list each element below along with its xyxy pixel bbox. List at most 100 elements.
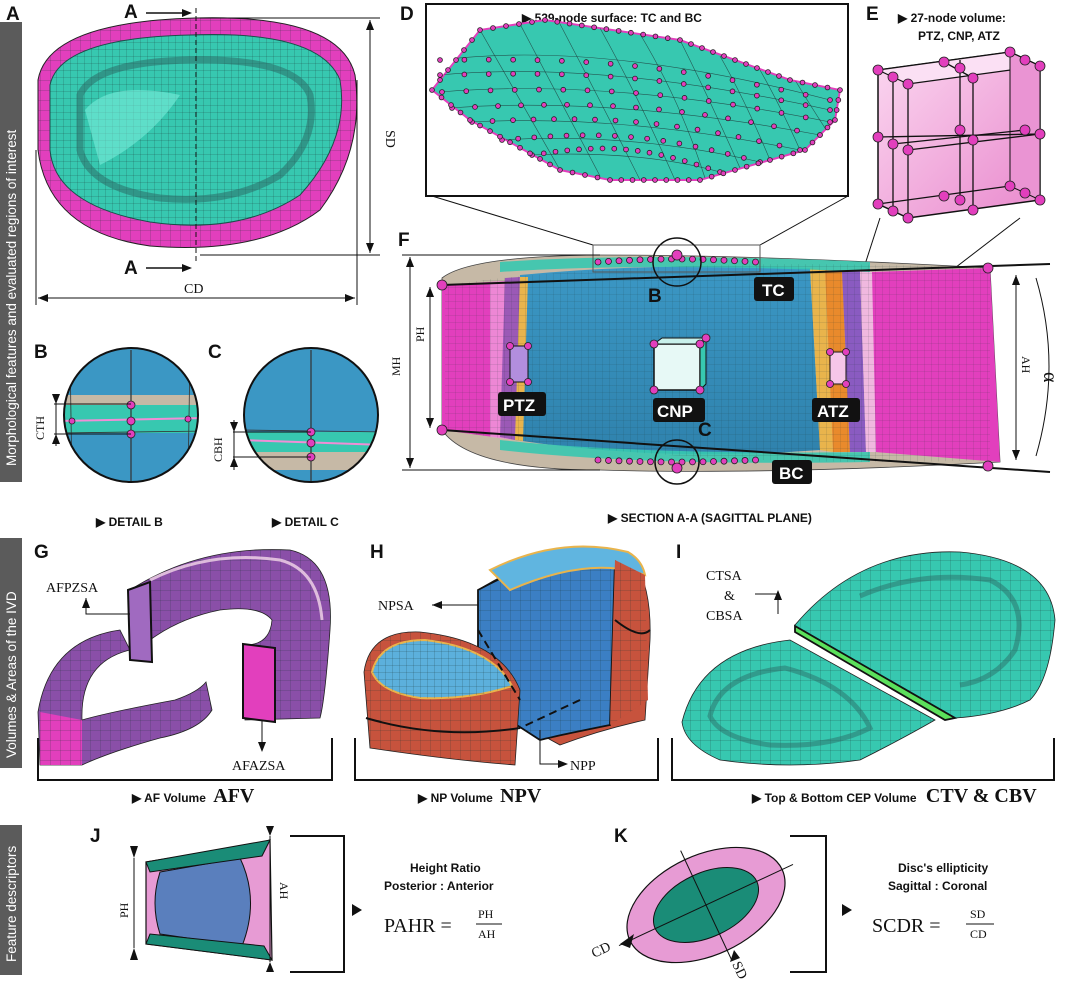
panel-f-caption: ▶ SECTION A-A (SAGITTAL PLANE)	[607, 511, 812, 525]
panel-h-npsa-label: NPSA	[378, 599, 415, 614]
mesh-node	[517, 144, 523, 151]
mesh-node	[595, 132, 602, 139]
mesh-node	[628, 134, 634, 140]
mesh-node	[457, 109, 464, 116]
mesh-node	[576, 146, 582, 153]
panel-h-letter: H	[370, 542, 384, 563]
mesh-node	[461, 71, 468, 78]
svg-text:TC: TC	[762, 281, 785, 300]
mesh-node	[1004, 180, 1016, 192]
panel-i-caption: ▶ Top & Bottom CEP Volume CTV & CBV	[751, 785, 1037, 807]
mesh-node	[755, 160, 762, 167]
mesh-node	[490, 25, 496, 31]
panel-f-ah-label: AH	[1019, 356, 1033, 374]
mesh-node	[583, 59, 590, 65]
mesh-node	[1004, 46, 1016, 58]
mesh-node	[1019, 124, 1031, 136]
mesh-node	[705, 73, 711, 79]
mesh-node	[743, 163, 750, 170]
mesh-node	[689, 458, 696, 466]
mesh-node	[720, 170, 727, 177]
mesh-node	[671, 462, 683, 474]
mesh-node	[754, 81, 760, 88]
mesh-node	[1034, 194, 1046, 206]
panel-g-afazsa-face	[242, 642, 276, 724]
mesh-node	[741, 457, 749, 464]
mesh-node	[579, 132, 586, 139]
mesh-node	[605, 257, 612, 265]
mesh-node	[658, 152, 665, 158]
panel-g-afpzsa-face	[126, 580, 154, 664]
panel-f-tc-nodes	[594, 249, 759, 266]
mesh-node	[587, 145, 594, 152]
panel-f-letter: F	[398, 230, 410, 251]
mesh-node	[652, 33, 659, 40]
panel-a-cd-label: CD	[184, 282, 203, 297]
mesh-node	[802, 91, 809, 98]
mesh-node	[557, 167, 563, 173]
mesh-node	[824, 84, 831, 91]
panel-i-ctsa-label: CTSA	[706, 569, 743, 584]
mesh-node	[497, 133, 503, 140]
panel-a-letter: A	[6, 4, 20, 25]
mesh-node	[438, 94, 445, 101]
mesh-node	[668, 458, 675, 466]
mesh-node	[702, 112, 708, 118]
mesh-node	[612, 133, 618, 139]
mesh-node	[708, 173, 715, 180]
mesh-node	[731, 457, 738, 465]
mesh-node	[720, 457, 728, 465]
mesh-node	[461, 56, 468, 63]
panel-i-amp: &	[724, 589, 735, 604]
mesh-node	[607, 73, 614, 80]
mesh-node	[1019, 187, 1031, 199]
mesh-node	[938, 56, 950, 68]
panel-c: C CBH ▶ DETAIL C	[208, 342, 379, 529]
mesh-node	[605, 457, 612, 464]
panel-k-heading-line2: Sagittal : Coronal	[888, 879, 987, 893]
mesh-node	[680, 81, 687, 87]
mesh-node	[790, 150, 797, 157]
panel-b-cth-label: CTH	[33, 416, 47, 440]
mesh-node	[632, 63, 638, 69]
panel-i-letter: I	[676, 542, 681, 563]
mesh-node	[636, 458, 644, 465]
mesh-node	[715, 130, 721, 136]
panel-c-letter: C	[208, 342, 222, 363]
mesh-node	[954, 62, 966, 74]
panel-e-letter: E	[866, 4, 879, 25]
mesh-node	[564, 147, 571, 154]
mesh-node	[569, 169, 576, 176]
mesh-node	[778, 97, 785, 104]
mesh-node	[837, 87, 843, 93]
panel-d-nodes	[429, 17, 843, 183]
mesh-node	[653, 121, 660, 127]
mesh-node	[872, 64, 884, 76]
mesh-node	[676, 140, 683, 147]
mesh-node	[487, 87, 494, 94]
panel-j-letter: J	[90, 826, 101, 847]
mesh-node	[765, 69, 771, 75]
mesh-node	[552, 148, 559, 155]
mesh-node	[872, 131, 884, 143]
mesh-node	[685, 177, 692, 183]
panel-j-heading-line1: Height Ratio	[410, 861, 481, 875]
mesh-node	[626, 256, 633, 264]
panel-f-ptz-cube	[506, 342, 532, 386]
mesh-node	[694, 126, 701, 133]
mesh-node	[752, 456, 759, 464]
panel-g-afazsa-label: AFAZSA	[232, 759, 286, 774]
mesh-node	[607, 177, 613, 183]
mesh-node	[771, 123, 777, 130]
panel-d-letter: D	[400, 4, 414, 25]
mesh-node	[679, 109, 685, 115]
mesh-node	[485, 71, 492, 77]
mesh-node	[699, 458, 707, 466]
panel-f-ph-label: PH	[413, 326, 427, 342]
panel-g-caption: ▶ AF Volume AFV	[131, 785, 255, 807]
mesh-node	[547, 161, 553, 168]
mesh-node	[516, 21, 522, 27]
mesh-node	[754, 92, 760, 99]
panel-j: J PH AH Height Ratio Posterior : Anterio…	[90, 826, 502, 973]
